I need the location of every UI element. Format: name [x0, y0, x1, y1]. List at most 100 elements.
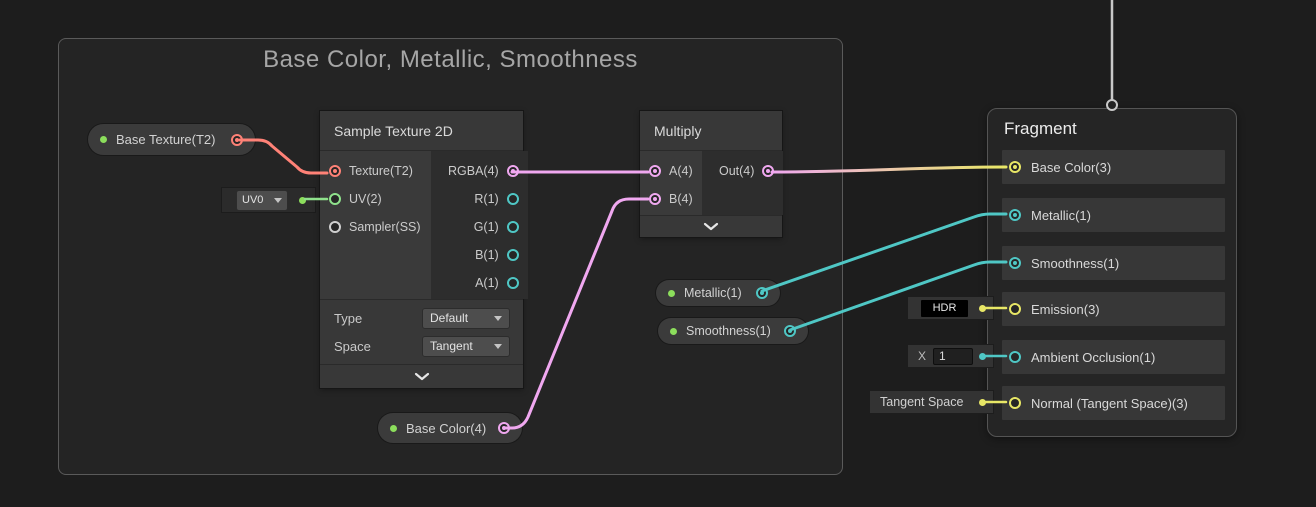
dropdown-arrow-icon: [494, 343, 502, 349]
dropdown-arrow-icon: [274, 197, 282, 203]
group-title: Base Color, Metallic, Smoothness: [263, 46, 638, 73]
hdr-mode-button[interactable]: HDR: [921, 299, 968, 317]
node-multiply[interactable]: Multiply A(4) B(4) Out(4): [640, 111, 784, 237]
control-row-space: Space Tangent: [320, 332, 523, 360]
fragment-slot-smoothness[interactable]: Smoothness(1): [1002, 246, 1225, 280]
fragment-slot-emission[interactable]: Emission(3): [1002, 292, 1225, 326]
slot-label: Base Color(3): [1031, 159, 1112, 175]
property-node-metallic[interactable]: Metallic(1): [656, 280, 780, 306]
port-label: B(4): [669, 192, 693, 206]
port-smoothness-out[interactable]: [784, 325, 796, 337]
port-label: Texture(T2): [349, 164, 413, 178]
port-row-texture: Texture(T2): [320, 157, 431, 185]
property-node-base-color[interactable]: Base Color(4): [378, 413, 522, 443]
port-fragment-normal[interactable]: [1009, 397, 1021, 409]
type-dropdown[interactable]: Default: [423, 308, 509, 328]
port-metallic-out[interactable]: [756, 287, 768, 299]
port-row-b4: B(4): [640, 185, 702, 213]
port-label: Sampler(SS): [349, 220, 421, 234]
ao-value-input[interactable]: 1: [933, 347, 974, 365]
port-label: Out(4): [719, 164, 755, 178]
ao-x-label: X: [918, 349, 927, 363]
slot-label: Emission(3): [1031, 301, 1100, 317]
port-uv-in[interactable]: [329, 193, 341, 205]
port-row-uv: UV(2): [320, 185, 431, 213]
slot-label: Normal (Tangent Space)(3): [1031, 395, 1188, 411]
port-fragment-emission[interactable]: [1009, 303, 1021, 315]
normal-space-label: Tangent Space: [880, 395, 964, 409]
port-label: G(1): [473, 220, 499, 234]
port-label: A(1): [475, 276, 499, 290]
widget-dot-icon: [979, 352, 986, 360]
port-base-texture-out[interactable]: [231, 133, 243, 146]
fragment-slot-normal[interactable]: Normal (Tangent Space)(3): [1002, 386, 1225, 420]
port-row-rgba: RGBA(4): [431, 157, 528, 185]
node-title: Multiply: [640, 111, 782, 151]
port-basecolor-out[interactable]: [498, 422, 510, 434]
control-row-type: Type Default: [320, 304, 523, 332]
ao-value: 1: [939, 349, 946, 363]
collapse-button[interactable]: [320, 364, 523, 388]
port-row-a: A(1): [431, 269, 528, 297]
uv-channel-dropdown[interactable]: UV0: [237, 190, 287, 210]
hdr-label: HDR: [932, 302, 957, 314]
port-a-out[interactable]: [506, 277, 519, 289]
property-dot-icon: [668, 289, 675, 297]
port-fragment-ao[interactable]: [1009, 351, 1021, 363]
chevron-down-icon: [703, 222, 719, 231]
control-label: Type: [334, 310, 363, 326]
space-dropdown[interactable]: Tangent: [423, 336, 509, 356]
port-rgba-out[interactable]: [506, 165, 519, 177]
property-label: Smoothness(1): [686, 324, 771, 338]
property-dot-icon: [100, 136, 107, 143]
port-r-out[interactable]: [506, 193, 519, 205]
port-out[interactable]: [762, 165, 775, 177]
property-node-base-texture[interactable]: Base Texture(T2): [88, 124, 255, 155]
port-fragment-basecolor[interactable]: [1009, 161, 1021, 173]
port-sampler-in[interactable]: [329, 221, 341, 233]
port-g-out[interactable]: [506, 221, 519, 233]
chevron-down-icon: [414, 372, 429, 381]
node-sample-texture-2d[interactable]: Sample Texture 2D Texture(T2) UV(2) Samp…: [320, 111, 528, 388]
property-node-smoothness[interactable]: Smoothness(1): [658, 318, 808, 344]
port-row-g: G(1): [431, 213, 528, 241]
fragment-slot-ambient-occlusion[interactable]: Ambient Occlusion(1): [1002, 340, 1225, 374]
dropdown-arrow-icon: [494, 315, 502, 321]
slot-label: Smoothness(1): [1031, 255, 1120, 271]
property-dot-icon: [390, 424, 397, 432]
port-b-in[interactable]: [649, 193, 661, 205]
slot-label: Ambient Occlusion(1): [1031, 349, 1156, 365]
fragment-slot-metallic[interactable]: Metallic(1): [1002, 198, 1225, 232]
uv-widget-dot-icon: [299, 196, 306, 204]
port-fragment-metallic[interactable]: [1009, 209, 1021, 221]
port-texture-in[interactable]: [329, 165, 341, 177]
ao-default-widget: X 1: [908, 345, 993, 367]
node-fragment-stack[interactable]: Fragment Base Color(3) Metallic(1) Smoot…: [987, 108, 1237, 437]
port-row-a4: A(4): [640, 157, 702, 185]
slot-label: Metallic(1): [1031, 207, 1091, 223]
port-b-out[interactable]: [506, 249, 519, 261]
port-a-in[interactable]: [649, 165, 661, 177]
widget-dot-icon: [979, 304, 986, 312]
property-label: Metallic(1): [684, 286, 742, 300]
port-row-out4: Out(4): [702, 157, 783, 185]
port-fragment-smoothness[interactable]: [1009, 257, 1021, 269]
port-row-r: R(1): [431, 185, 528, 213]
fragment-title: Fragment: [1004, 119, 1077, 138]
port-label: RGBA(4): [448, 164, 499, 178]
dropdown-value: Tangent: [430, 339, 473, 353]
uv-channel-widget: UV0: [222, 188, 315, 212]
normal-space-widget: Tangent Space: [870, 391, 993, 413]
port-row-b: B(1): [431, 241, 528, 269]
property-label: Base Color(4): [406, 420, 487, 436]
fragment-slot-base-color[interactable]: Base Color(3): [1002, 150, 1225, 184]
uv-channel-value: UV0: [242, 194, 264, 206]
port-label: R(1): [474, 192, 499, 206]
control-label: Space: [334, 338, 371, 354]
collapse-button[interactable]: [640, 215, 782, 237]
property-label: Base Texture(T2): [116, 132, 216, 147]
emission-mode-widget: HDR: [908, 297, 993, 319]
property-dot-icon: [670, 327, 677, 335]
port-row-sampler: Sampler(SS): [320, 213, 431, 241]
